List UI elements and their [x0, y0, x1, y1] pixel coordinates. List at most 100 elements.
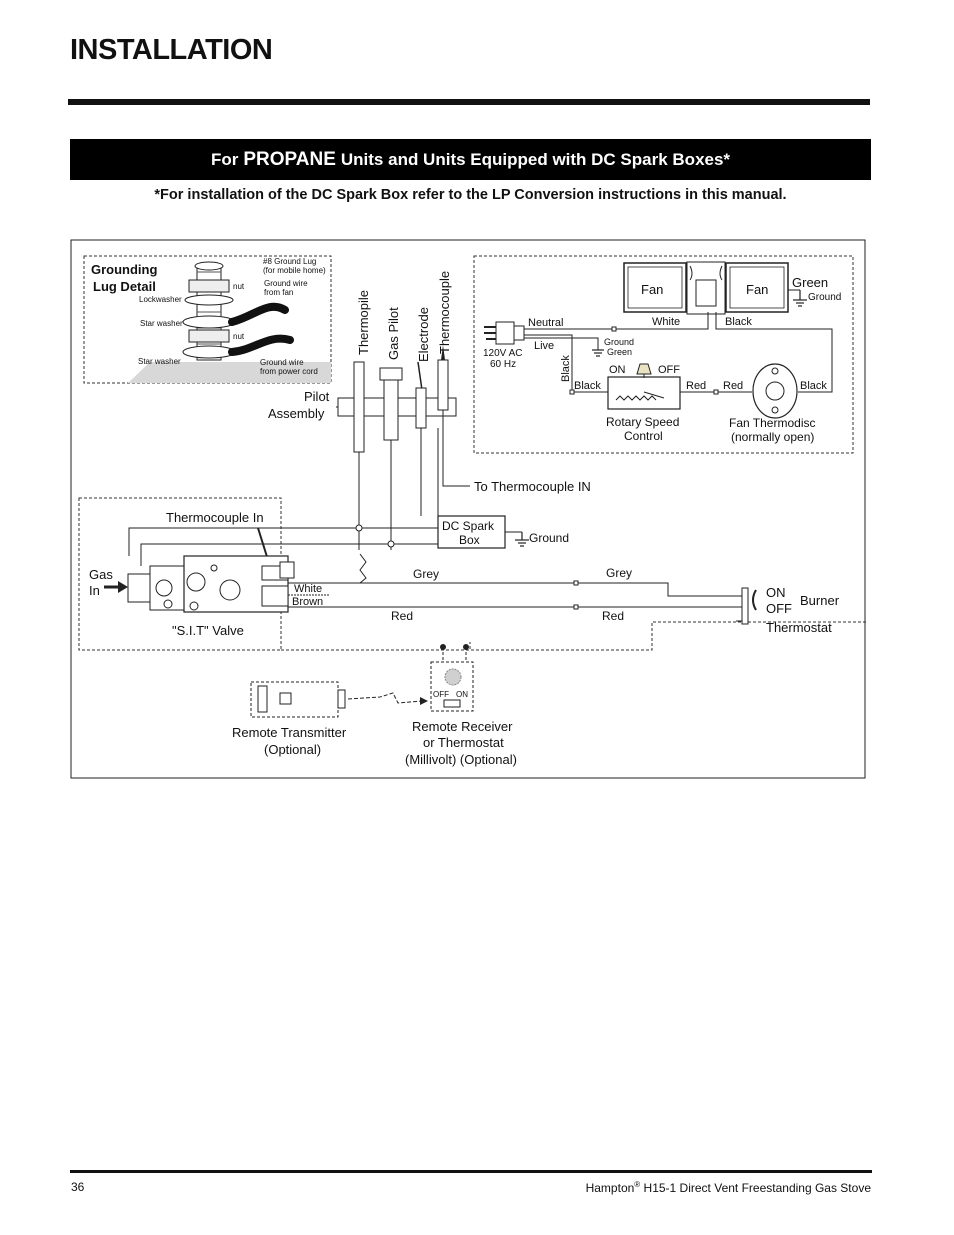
- sit-valve: [127, 555, 295, 613]
- wire-fan-label-1: Ground wire: [264, 279, 308, 288]
- fan-circuit-box: [473, 255, 854, 454]
- receiver-off-label: OFF: [433, 690, 449, 699]
- burner-label: Burner: [800, 593, 840, 608]
- footer-product: H15-1 Direct Vent Freestanding Gas Stove: [640, 1181, 871, 1195]
- electrode-label: Electrode: [416, 307, 431, 362]
- gas-pilot-label: Gas Pilot: [386, 307, 401, 360]
- burner-off-label: OFF: [766, 601, 792, 616]
- receiver-label-1: Remote Receiver: [412, 719, 513, 734]
- nut-label-1: nut: [233, 282, 245, 291]
- transmitter-label-2: (Optional): [264, 742, 321, 757]
- thermopile-wire: [128, 527, 359, 556]
- grounding-lug-detail: Grounding Lug Detail #8 Ground Lug (for …: [83, 255, 332, 384]
- gas-pilot-hood: [379, 367, 403, 381]
- gas-pilot-wire: [140, 543, 391, 566]
- page-number: 36: [71, 1180, 85, 1194]
- wire-cord-label-1: Ground wire: [260, 358, 304, 367]
- red-label-2: Red: [723, 380, 743, 392]
- fan-black-label: Black: [725, 316, 752, 328]
- spark-box-label-1: DC Spark: [442, 519, 495, 533]
- thermopile-body: [353, 361, 365, 453]
- red-label-1: Red: [686, 380, 706, 392]
- star-washer-label-2: Star washer: [138, 357, 181, 366]
- thermostat-label: Thermostat: [766, 620, 832, 635]
- white-wire-label: White: [294, 583, 322, 595]
- black-label-switch: Black: [574, 380, 601, 392]
- brown-wire-label: Brown: [292, 596, 323, 608]
- footer-brand: Hampton: [585, 1181, 635, 1195]
- fan-circuit: Fan Fan Green Ground 120V AC 60 Hz: [473, 255, 854, 454]
- gas-label-1: Gas: [89, 567, 113, 582]
- red-label-valve-2: Red: [602, 609, 624, 623]
- star-washer-label-1: Star washer: [140, 319, 183, 328]
- thermodisc-label-1: Fan Thermodisc: [729, 416, 815, 430]
- thermocouple-body: [437, 359, 449, 411]
- pilot-assembly-label-2: Assembly: [268, 406, 325, 421]
- fan-right-label: Fan: [746, 282, 768, 297]
- sit-valve-label: "S.I.T" Valve: [172, 623, 244, 638]
- red-label-valve-1: Red: [391, 609, 413, 623]
- thermopile-coil: [359, 553, 367, 584]
- wire-cord-label-2: from power cord: [260, 367, 318, 376]
- nut-lower: [188, 329, 230, 343]
- footer-rule: [70, 1170, 872, 1173]
- electrode-rod: [417, 361, 423, 391]
- nut-label-2: nut: [233, 332, 245, 341]
- lockwasher-upper: [184, 294, 234, 306]
- receiver-label-2: or Thermostat: [423, 735, 504, 750]
- ground-lug-label-2: (for mobile home): [263, 266, 326, 275]
- dc-spark-box: [437, 515, 506, 549]
- ground-green-label-2: Green: [607, 347, 632, 357]
- receiver-label-3: (Millivolt) (Optional): [405, 752, 517, 767]
- spark-ground-label: Ground: [529, 531, 569, 545]
- burner-on-label: ON: [766, 585, 786, 600]
- grounding-title-line1: Grounding: [91, 262, 157, 277]
- banner-emphasis: PROPANE: [243, 148, 336, 170]
- grey-wire: [288, 582, 742, 597]
- ground-wire-fan: [228, 302, 289, 326]
- supply-label-2: 60 Hz: [490, 359, 516, 370]
- footer-title: Hampton® H15-1 Direct Vent Freestanding …: [586, 1180, 871, 1195]
- banner-prefix: For: [210, 149, 239, 169]
- pilot-assembly-label-1: Pilot: [304, 389, 330, 404]
- ground-green-wire: [524, 337, 599, 350]
- star-washer-lower: [182, 345, 236, 359]
- nut-upper: [188, 279, 230, 293]
- header-rule: [68, 99, 870, 105]
- fan-left: [623, 262, 687, 313]
- rotary-label-1: Rotary Speed: [606, 415, 679, 429]
- lockwasher-label: Lockwasher: [139, 295, 182, 304]
- registered-mark: ®: [634, 1180, 641, 1189]
- black-vertical-label: Black: [560, 355, 572, 382]
- thermocouple-in-label: Thermocouple In: [166, 510, 264, 525]
- live-black-wire: [524, 334, 608, 393]
- fan-left-label: Fan: [641, 282, 663, 297]
- section-banner: For PROPANE Units and Units Equipped wit…: [70, 139, 871, 180]
- thermodisc-label-2: (normally open): [731, 430, 814, 444]
- green-wire-label: Green: [792, 275, 828, 290]
- thermodisc-black-label: Black: [800, 380, 827, 392]
- star-washer-upper: [182, 315, 236, 329]
- fan-ground-label: Ground: [808, 292, 841, 303]
- rotary-on-label: ON: [609, 364, 626, 376]
- grey-label-1: Grey: [413, 567, 439, 581]
- electrode-body: [415, 387, 427, 429]
- power-plug: [484, 321, 525, 345]
- receiver-on-label: ON: [456, 690, 468, 699]
- wire-fan-label-2: from fan: [264, 288, 293, 297]
- banner-suffix: Units and Units Equipped with DC Spark B…: [340, 149, 731, 169]
- transmitter-label-1: Remote Transmitter: [232, 725, 347, 740]
- neutral-white-wire: [524, 312, 709, 330]
- grounding-title-line2: Lug Detail: [93, 279, 156, 294]
- ground-wire-cord: [228, 334, 294, 356]
- remote-section: OFF ON Remote Transmitter (Optional) Rem…: [232, 644, 517, 767]
- ground-lug-label-1: #8 Ground Lug: [263, 257, 316, 266]
- pilot-assembly: Thermopile Gas Pilot Electrode Thermocou…: [268, 271, 591, 550]
- fan-black-wire: [715, 312, 833, 393]
- burner-switch: [736, 587, 757, 625]
- rotary-off-label: OFF: [658, 364, 680, 376]
- floor-plate: [128, 362, 331, 383]
- rotary-label-2: Control: [624, 429, 663, 443]
- diagram-frame: [70, 239, 866, 779]
